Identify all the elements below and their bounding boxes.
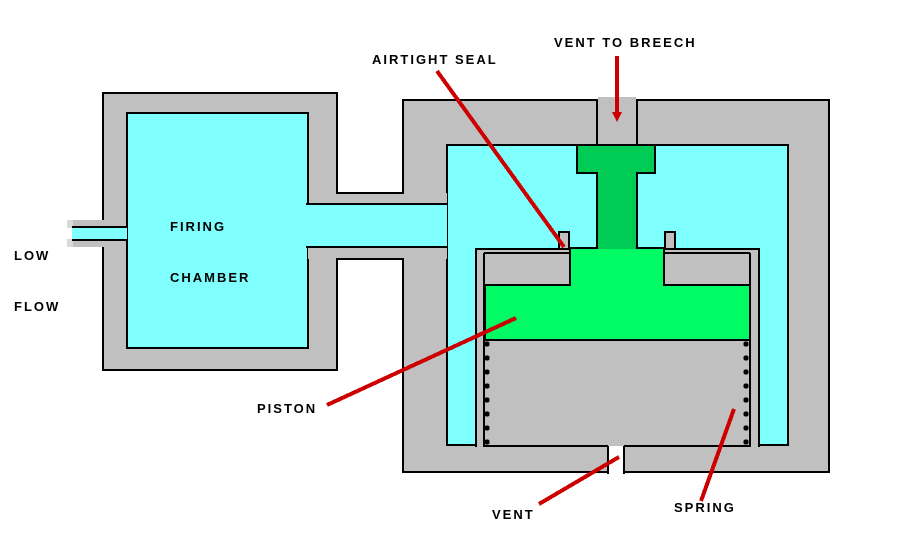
firing-chamber-label: FIRING CHAMBER [170,184,250,320]
low-flow-label-line2: FLOW [14,299,61,314]
inlet-stub-top [67,220,73,228]
bottom-vent-outlines [607,446,625,474]
airtight-seal-pointer-line [435,69,566,249]
spring-label: SPRING [674,500,736,515]
spring-coil-left [484,341,490,445]
spring-pointer-line [699,408,736,502]
airtight-seal-label: AIRTIGHT SEAL [372,52,498,67]
inlet-wall-top [73,220,105,228]
vent-pointer-line [537,455,621,506]
vent-label: VENT [492,507,535,522]
inlet-stub-bottom [67,239,73,247]
vent-to-breech-pointer-arrowhead [612,112,622,122]
piston-label: PISTON [257,401,318,416]
firing-chamber-label-line1: FIRING [170,219,227,234]
inlet-gas-channel [72,228,127,240]
breech-vent-slot-outlines [596,99,638,146]
piston-head [484,247,751,341]
vent-to-breech-label: VENT TO BREECH [554,35,697,50]
firing-chamber-label-line2: CHAMBER [170,270,251,285]
spring-coil-right [743,341,749,445]
cylinder-outlines [475,248,760,447]
piston-pointer-line [326,316,517,407]
passage-gas-channel [306,204,447,247]
passage-wall-top [330,193,447,204]
low-flow-label: LOW FLOW [14,213,60,349]
inlet-outlines [72,226,127,241]
low-flow-label-line1: LOW [14,248,51,263]
airtight-seal-collar-right [664,231,676,250]
passage-outlines [306,192,447,260]
inlet-wall-bottom [73,239,105,247]
piston-stem [576,144,656,249]
